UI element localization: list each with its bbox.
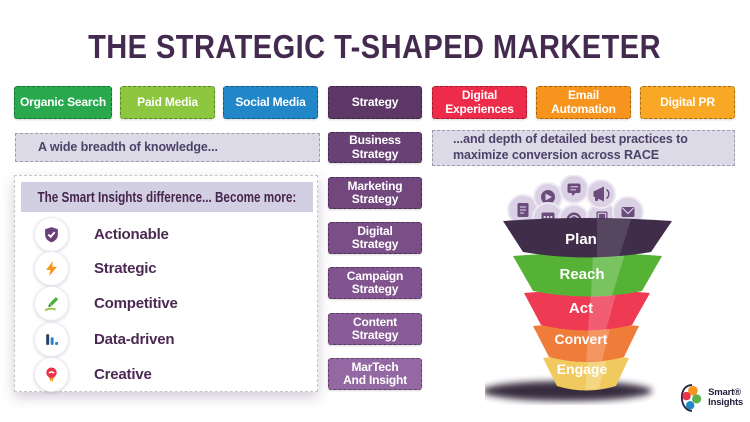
panel-header-label: The Smart Insights difference... Become … [37, 188, 297, 206]
smart-insights-logo-text: Smart® Insights [708, 388, 743, 408]
button-paid-media: Paid Media [120, 86, 215, 119]
funnel-label-engage: Engage [557, 361, 608, 377]
list-item-label: Competitive [94, 294, 178, 312]
smart-insights-logo: Smart® Insights [680, 383, 743, 413]
shield-check-icon [34, 216, 69, 252]
button-business-strategy: Business Strategy [328, 132, 422, 163]
list-item-label: Creative [94, 365, 152, 383]
funnel-label-reach: Reach [559, 266, 604, 283]
breadth-bar: A wide breadth of knowledge... [15, 133, 320, 162]
list-item-label: Strategic [94, 259, 157, 277]
list-item-label: Actionable [94, 225, 169, 243]
pencil-icon [34, 285, 69, 321]
race-funnel: Plan Reach Act Convert Engage [485, 175, 672, 401]
button-campaign-strategy: Campaign Strategy [328, 267, 422, 299]
list-item-label: Data-driven [94, 330, 175, 348]
page-title-wrap: THE STRATEGIC T-SHAPED MARKETER [0, 28, 750, 66]
list-item-competitive: Competitive [34, 285, 178, 321]
funnel-label-act: Act [569, 300, 593, 317]
page-title: THE STRATEGIC T-SHAPED MARKETER [88, 28, 662, 65]
list-item-creative: Creative [34, 356, 152, 392]
funnel-stage-plan [503, 218, 672, 258]
lightning-icon [34, 250, 69, 286]
funnel-label-convert: Convert [555, 331, 608, 347]
button-content-strategy: Content Strategy [328, 313, 422, 345]
award-icon [34, 356, 69, 392]
list-item-strategic: Strategic [34, 250, 157, 286]
button-digital-pr: Digital PR [640, 86, 735, 119]
panel-header: The Smart Insights difference... Become … [21, 182, 313, 212]
difference-panel: The Smart Insights difference... Become … [14, 175, 318, 392]
depth-bar: ...and depth of detailed best practices … [432, 130, 735, 166]
list-item-data-driven: Data-driven [34, 321, 175, 357]
logo-line-1: Smart® [708, 387, 741, 399]
funnel-stage-act [524, 290, 650, 331]
button-martech-insight: MarTech And Insight [328, 358, 422, 390]
chat-icon [559, 175, 589, 204]
button-digital-strategy: Digital Strategy [328, 222, 422, 254]
funnel-stage-engage [543, 355, 629, 391]
logo-line-2: Insights [708, 397, 743, 408]
list-item-actionable: Actionable [34, 216, 169, 252]
funnel-label-plan: Plan [565, 231, 597, 248]
megaphone-icon [586, 179, 616, 209]
funnel-stage-reach [513, 253, 662, 297]
button-digital-experiences: Digital Experiences [432, 86, 527, 119]
button-marketing-strategy: Marketing Strategy [328, 177, 422, 209]
button-email-automation: Email Automation [536, 86, 631, 119]
button-organic-search: Organic Search [14, 86, 112, 119]
button-social-media: Social Media [223, 86, 318, 119]
smart-insights-logo-mark [681, 384, 702, 412]
bar-chart-icon [34, 321, 69, 357]
funnel-stage-convert [533, 323, 639, 362]
button-strategy: Strategy [328, 86, 422, 119]
